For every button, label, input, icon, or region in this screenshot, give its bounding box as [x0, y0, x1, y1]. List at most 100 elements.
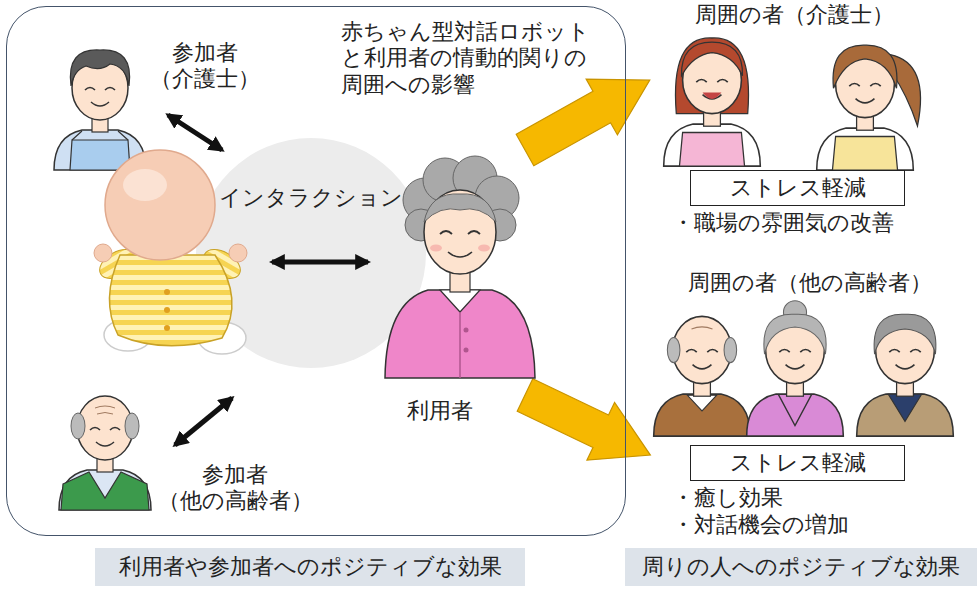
node-text: インタラクション	[196, 185, 426, 211]
label-anchor: ・癒し効果	[672, 485, 783, 511]
elderly-figure	[59, 396, 151, 510]
effect-box: ストレス軽減	[690, 170, 905, 206]
elderly-figure	[874, 314, 936, 354]
caregiver-figure	[836, 50, 895, 130]
effect-box: ストレス軽減	[690, 445, 905, 481]
effect-arrows	[509, 52, 665, 178]
caregiver-figure	[54, 50, 146, 170]
user-figure	[430, 245, 442, 252]
interaction-arrows	[168, 115, 222, 150]
node-text: ストレス軽減	[730, 450, 866, 476]
caption-band: 周りの人へのポジティブな効果	[625, 548, 977, 586]
elderly-figure	[764, 314, 826, 354]
caregiver-figure	[72, 56, 128, 132]
bullet-item: ・癒し効果	[672, 485, 783, 511]
caregiver-figure	[72, 131, 128, 140]
elderly-figure	[724, 337, 737, 362]
node-text: 周りの人へのポジティブな効果	[642, 554, 960, 580]
interaction-circle-shape	[196, 138, 426, 368]
user-figure	[464, 348, 469, 353]
user-figure	[440, 290, 480, 312]
elderly-figure	[766, 316, 825, 396]
label-anchor: 周囲の者（介護士）	[695, 2, 894, 28]
elderly-figure	[747, 301, 844, 436]
caregiver-figure	[817, 45, 921, 170]
caregiver-figure	[817, 128, 914, 170]
elderly-figure	[687, 395, 716, 411]
interaction-circle: インタラクション	[196, 138, 426, 368]
user-figure	[450, 262, 470, 292]
caregiver-figure	[664, 124, 761, 166]
group-heading: 周囲の者（介護士）	[695, 2, 894, 28]
elderly-figure	[673, 316, 732, 396]
user-figure	[423, 158, 467, 202]
user-figure	[464, 328, 469, 333]
caregiver-figure	[832, 137, 897, 171]
baby-robot	[164, 325, 170, 331]
elderly-figure	[61, 472, 149, 510]
baby-robot	[95, 244, 142, 285]
node-text: ストレス軽減	[730, 175, 866, 201]
interaction-arrows	[175, 398, 232, 445]
caregiver-figure	[683, 46, 742, 126]
caregiver-figure	[70, 140, 130, 170]
interaction-circle-shape	[196, 138, 426, 368]
elderly-figure	[778, 394, 812, 426]
bullet-item: ・対話機会の増加	[672, 512, 849, 538]
user-figure	[424, 194, 496, 222]
figure-label: 参加者 （介護士）	[150, 40, 260, 93]
elderly-figure	[857, 394, 954, 436]
caregiver-figure	[679, 133, 744, 167]
baby-robot	[123, 169, 167, 201]
baby-robot	[164, 307, 170, 313]
label-anchor: 参加者 （他の高齢者）	[158, 462, 313, 515]
elderly-figure	[667, 337, 680, 362]
label-anchor: 参加者 （介護士）	[150, 40, 260, 93]
user-figure	[440, 231, 480, 234]
caregiver-figure	[675, 38, 748, 114]
figure-label: 利用者	[407, 398, 473, 424]
elderly-figure	[77, 396, 133, 472]
baby-robot	[164, 289, 170, 295]
caregiver-figure	[833, 45, 897, 88]
label-anchor: 利用者	[407, 398, 473, 424]
effect-arrows	[509, 52, 665, 484]
user-figure	[424, 190, 496, 274]
elderly-figure	[125, 413, 139, 439]
label-anchor: ・対話機会の増加	[672, 512, 849, 538]
elderly-figure	[888, 394, 922, 421]
user-figure	[475, 176, 519, 220]
elderly-figure	[783, 301, 806, 324]
caregiver-figure	[70, 50, 129, 86]
baby-robot	[104, 319, 152, 351]
elderly-figure	[654, 316, 751, 436]
content-panel: インタラクション 赤ちゃん型対話ロボット と利用者の情動的関りの 周囲への影響	[6, 6, 626, 536]
group-heading: 周囲の者（他の高齢者）	[688, 270, 932, 296]
panel-heading: 赤ちゃん型対話ロボット と利用者の情動的関りの 周囲への影響	[341, 19, 607, 98]
elderly-figure	[654, 394, 751, 436]
caregiver-figure	[682, 42, 743, 76]
user-figure	[453, 156, 497, 200]
elderly-figure	[59, 470, 151, 510]
elderly-figure	[71, 413, 85, 439]
elderly-figure	[747, 394, 844, 436]
effect-arrows	[511, 366, 664, 484]
caregiver-figure	[890, 55, 920, 126]
figure-label: 参加者 （他の高齢者）	[158, 462, 313, 515]
label-anchor: 周囲の者（他の高齢者）	[688, 270, 932, 296]
elderly-figure	[857, 314, 954, 436]
bullet-item: ・職場の雰囲気の改善	[672, 210, 894, 236]
user-figure	[448, 252, 472, 257]
label-anchor: ・職場の雰囲気の改善	[672, 210, 894, 236]
caregiver-figure	[703, 93, 722, 99]
user-figure	[478, 245, 490, 252]
caregiver-figure	[54, 130, 146, 170]
user-figure	[484, 209, 516, 241]
elderly-figure	[692, 327, 713, 329]
elderly-figure	[95, 406, 115, 414]
user-figure	[459, 312, 461, 378]
baby-robot	[94, 244, 112, 262]
caption-band: 利用者や参加者へのポジティブな効果	[95, 548, 525, 586]
